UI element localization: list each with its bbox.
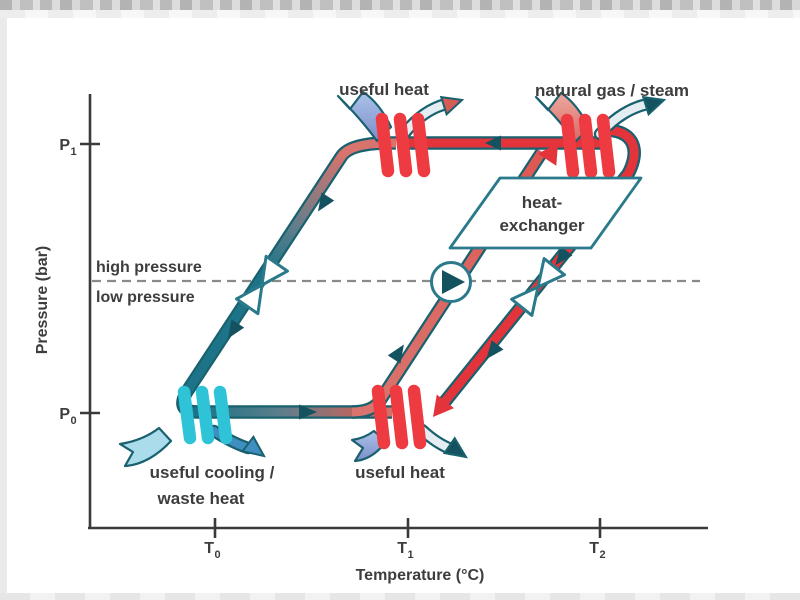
absorber-heat-out-arrowhead	[442, 436, 469, 459]
generator-coil	[560, 113, 616, 179]
page-edge-top	[0, 0, 800, 10]
flow-arrow-left-lower	[228, 319, 245, 339]
condenser-coil	[375, 112, 431, 178]
evaporator-coil	[177, 385, 233, 445]
flow-arrow-left-upper	[318, 192, 335, 212]
pump-icon	[430, 261, 472, 303]
y-tick-label-p1: P	[59, 137, 70, 154]
x-tick-label-t1-sub: 1	[408, 549, 414, 561]
flow-arrow-pump-line	[387, 344, 404, 364]
y-tick-label-p0-sub: 0	[71, 415, 77, 427]
y-axis-label: Pressure (bar)	[34, 246, 51, 355]
page-edge-top-fade	[0, 10, 800, 18]
page-edge-bottom	[0, 593, 800, 600]
heat-exchanger-label-line2: exchanger	[499, 216, 584, 235]
x-tick-label-t0: T	[204, 540, 214, 557]
y-tick-label-p1-sub: 1	[71, 146, 77, 158]
heat-exchanger-box: heat- exchanger	[448, 176, 643, 250]
flow-arrow-valve-line-upper	[555, 246, 573, 266]
x-tick-label-t2: T	[589, 540, 599, 557]
flow-arrow-top-left	[485, 135, 501, 151]
x-tick-label-t0-sub: 0	[215, 549, 221, 561]
generator-heat-out-arrowhead	[641, 95, 667, 117]
x-tick-label-t1: T	[397, 540, 407, 557]
y-tick-label-p0: P	[59, 406, 70, 423]
condenser-heat-out-arrowhead	[439, 95, 465, 117]
useful-cooling-label: useful cooling /	[150, 463, 275, 482]
x-tick-label-t2-sub: 2	[600, 549, 606, 561]
useful-heat-bottom-label: useful heat	[355, 463, 445, 482]
axes: P 1 P 0 T 0 T 1 T 2 Pressure (bar) Tempe…	[34, 94, 708, 584]
low-pressure-label: low pressure	[96, 289, 195, 306]
refrigerant-pipe-left	[178, 136, 397, 400]
evaporator-cooling-out-arrowhead	[240, 434, 266, 458]
page-edge-left	[0, 0, 7, 600]
pipe-arrowhead-into-generator	[537, 143, 558, 166]
heat-exchanger-label-line1: heat-	[522, 193, 563, 212]
evaporator-heat-in-arrow	[118, 426, 173, 468]
waste-heat-label: waste heat	[157, 489, 245, 508]
absorber-coil	[371, 384, 427, 450]
high-pressure-label: high pressure	[96, 259, 202, 276]
solution-valve-icon	[510, 257, 566, 317]
flow-direction-arrows	[228, 135, 573, 420]
natural-gas-steam-label: natural gas / steam	[535, 81, 689, 100]
useful-heat-top-label: useful heat	[339, 80, 429, 99]
flow-arrow-valve-line-lower	[486, 340, 504, 360]
x-axis-label: Temperature (°C)	[356, 567, 485, 584]
pipe-arrowhead-into-absorber	[433, 394, 454, 417]
expansion-valve-icon	[235, 254, 289, 316]
flow-arrow-bottom-right	[299, 404, 317, 420]
solution-pipe-valve	[437, 123, 641, 409]
